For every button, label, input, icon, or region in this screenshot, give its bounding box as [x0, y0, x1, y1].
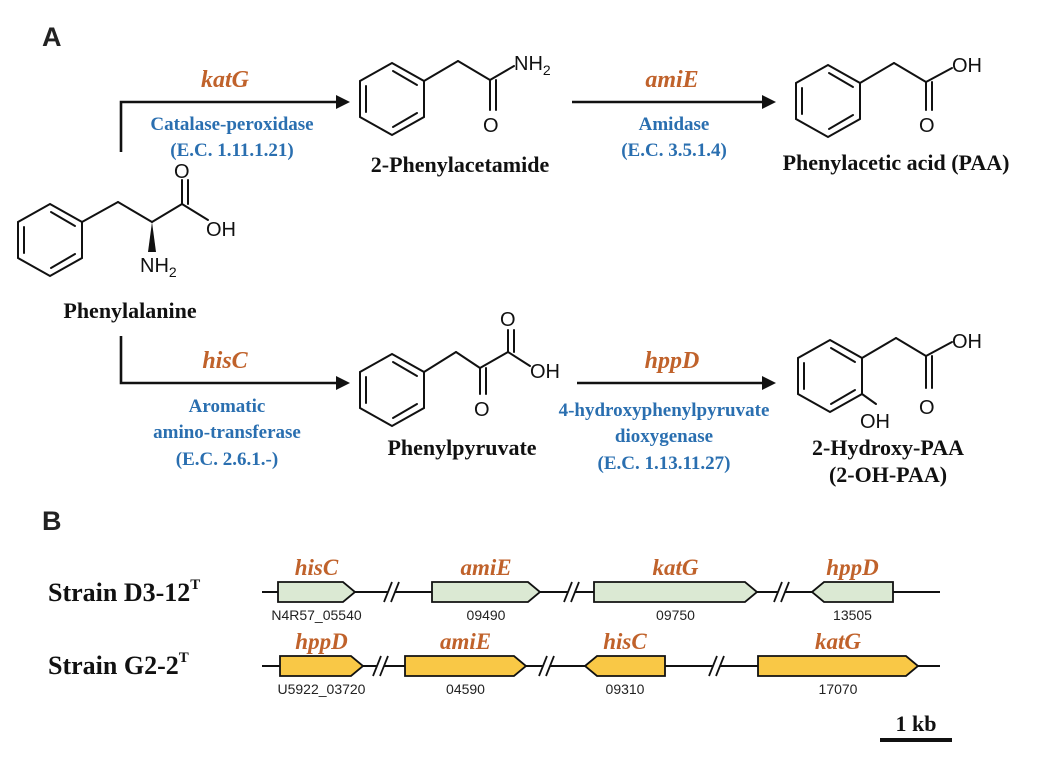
- enzyme-hppd-line1: 4-hydroxyphenylpyruvate: [559, 400, 770, 421]
- ohpaa-structure: OH O OH: [797, 331, 982, 433]
- break-mark: [773, 580, 790, 604]
- atom-oxygen-ohpaa: O: [919, 397, 935, 419]
- gene-map-d3: hisC N4R57_05540 amiE 09490 katG 09750 hppD 135…: [271, 555, 894, 623]
- panel-label-a: A: [42, 22, 62, 52]
- enzyme-amie: Amidase: [639, 114, 710, 135]
- gene-arrow-amie: [431, 581, 542, 603]
- enzyme-hppd-line2: dioxygenase: [615, 426, 713, 447]
- gene-name-hppd: hppD: [826, 555, 879, 580]
- phenylacetamide-structure: O NH2: [359, 53, 551, 137]
- hisc-arrowhead: [336, 376, 350, 390]
- gene-label-amie: amiE: [645, 67, 698, 93]
- amie-arrowhead: [762, 95, 776, 109]
- break-mark: [538, 654, 555, 678]
- gene-name-hppd: hppD: [295, 629, 348, 654]
- gene-arrow-amie: [404, 655, 528, 677]
- compound-ohpaa-abbrev: (2-OH-PAA): [829, 462, 947, 487]
- compound-phenylpyruvate: Phenylpyruvate: [387, 435, 536, 460]
- gene-arrow-hisc: [583, 655, 666, 677]
- atom-oxygen-paa: O: [919, 115, 935, 137]
- atom-hydroxyl-paa: OH: [952, 55, 982, 77]
- break-mark: [708, 654, 725, 678]
- atom-phenolic-hydroxyl: OH: [860, 411, 890, 433]
- gene-map-g2: hppD U5922_03720 amiE 04590 hisC 09310 katG 170…: [278, 629, 920, 697]
- gene-arrow-katg: [593, 581, 759, 603]
- compound-paa: Phenylacetic acid (PAA): [783, 150, 1010, 175]
- atom-oxygen-keto: O: [474, 399, 490, 421]
- katg-arrowhead: [336, 95, 350, 109]
- atom-oxygen-acid: O: [500, 309, 516, 331]
- hppd-arrowhead: [762, 376, 776, 390]
- ec-hppd: (E.C. 1.13.11.27): [598, 453, 731, 474]
- compound-ohpaa-name: 2-Hydroxy-PAA: [812, 435, 964, 460]
- strain-g2-name: Strain G2-2T: [48, 650, 189, 680]
- gene-locus-tag: 09490: [467, 607, 506, 623]
- ec-amie: (E.C. 3.5.1.4): [621, 140, 727, 161]
- gene-label-hppd: hppD: [645, 348, 700, 374]
- paa-structure: O OH: [795, 55, 982, 139]
- strain-g2-row: Strain G2-2T hppD U5922_03720 amiE 04590 his…: [48, 629, 940, 697]
- gene-locus-tag: U5922_03720: [278, 681, 366, 697]
- gene-name-hisc: hisC: [295, 555, 339, 580]
- phenylpyruvate-structure: O OH O: [359, 309, 560, 428]
- gene-arrow-katg: [757, 655, 920, 677]
- scale-bar-label: 1 kb: [896, 711, 937, 736]
- gene-arrow-hisc: [277, 581, 357, 603]
- gene-label-katg: katG: [201, 67, 250, 93]
- gene-name-hisc: hisC: [603, 629, 647, 654]
- katg-arrow: [119, 100, 336, 152]
- gene-name-amie: amiE: [460, 555, 511, 580]
- atom-hydroxyl-acid: OH: [952, 331, 982, 353]
- phenylalanine-structure: O OH NH2: [17, 161, 236, 280]
- atom-hydroxyl-pyruvate: OH: [530, 361, 560, 383]
- enzyme-hisc-line2: amino-transferase: [153, 422, 301, 443]
- ec-hisc: (E.C. 2.6.1.-): [176, 449, 278, 470]
- gene-locus-tag: 09310: [606, 681, 645, 697]
- hisc-arrow: [119, 336, 336, 385]
- gene-name-katg: katG: [653, 555, 699, 580]
- gene-locus-tag: N4R57_05540: [271, 607, 362, 623]
- atom-hydroxyl: OH: [206, 219, 236, 241]
- panel-label-b: B: [42, 506, 62, 536]
- atom-oxygen-amide: O: [483, 115, 499, 137]
- enzyme-hisc-line1: Aromatic: [189, 396, 266, 417]
- break-mark: [383, 580, 400, 604]
- break-mark: [563, 580, 580, 604]
- gene-locus-tag: 17070: [819, 681, 858, 697]
- atom-amide-nh2: NH2: [514, 53, 551, 78]
- compound-phenylalanine: Phenylalanine: [63, 298, 196, 323]
- compound-phenylacetamide: 2-Phenylacetamide: [371, 152, 550, 177]
- gene-name-amie: amiE: [440, 629, 491, 654]
- strain-d3-name: Strain D3-12T: [48, 577, 200, 607]
- gene-locus-tag: 13505: [833, 607, 872, 623]
- enzyme-katg: Catalase-peroxidase: [150, 114, 313, 135]
- break-mark: [372, 654, 389, 678]
- atom-oxygen: O: [174, 161, 190, 183]
- gene-name-katg: katG: [815, 629, 861, 654]
- gene-arrow-hppd: [279, 655, 365, 677]
- gene-arrow-hppd: [810, 581, 894, 603]
- strain-d3-row: Strain D3-12T hisC N4R57_05540 amiE 09490 ka…: [48, 555, 940, 623]
- gene-locus-tag: 09750: [656, 607, 695, 623]
- gene-label-hisc: hisC: [202, 348, 248, 374]
- ec-katg: (E.C. 1.11.1.21): [170, 140, 294, 161]
- gene-locus-tag: 04590: [446, 681, 485, 697]
- atom-amine: NH2: [140, 255, 177, 280]
